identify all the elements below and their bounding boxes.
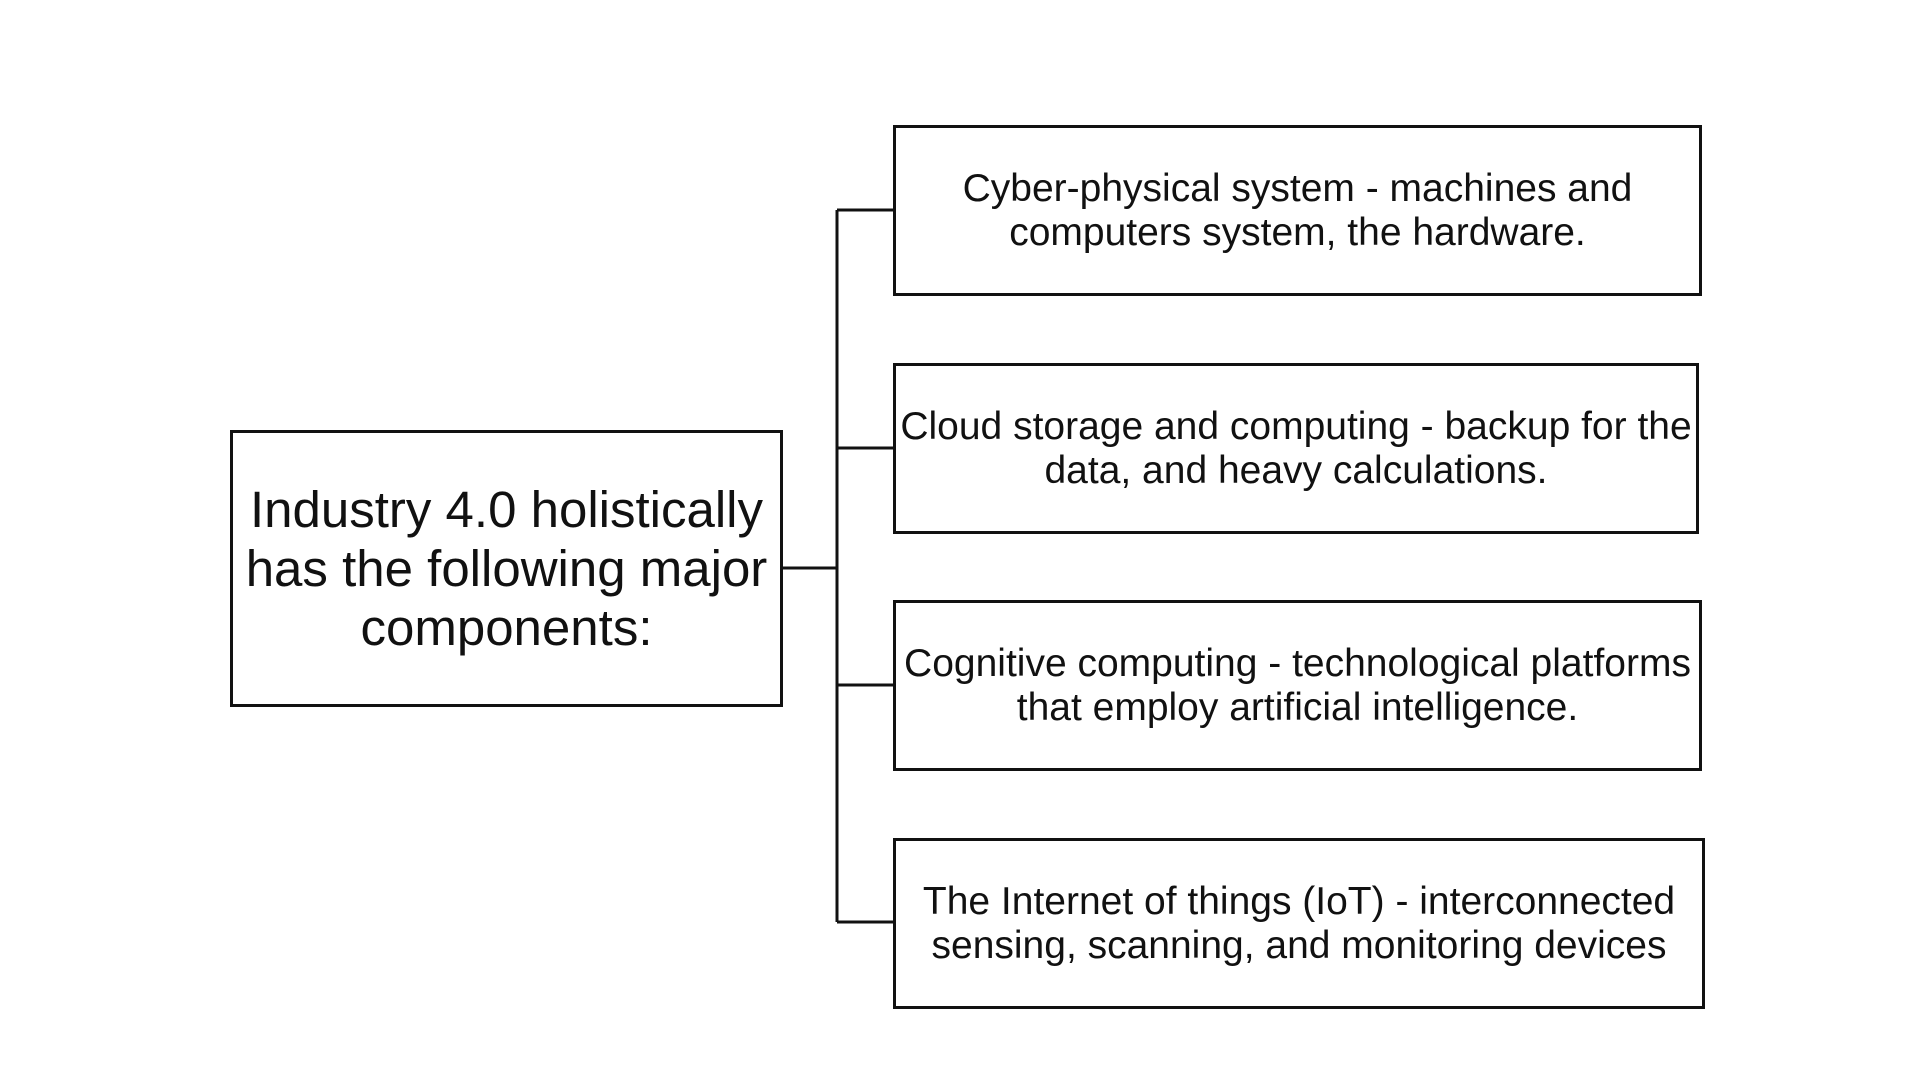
component-node-cyber-physical: Cyber-physical system - machines and com… — [893, 125, 1702, 296]
component-node-iot: The Internet of things (IoT) - interconn… — [893, 838, 1705, 1009]
component-node-cloud: Cloud storage and computing - backup for… — [893, 363, 1699, 534]
component-node-text: Cyber-physical system - machines and com… — [962, 166, 1633, 254]
component-node-text: Cognitive computing - technological plat… — [904, 641, 1691, 729]
component-node-text: Cloud storage and computing - backup for… — [900, 404, 1692, 492]
root-node-text: Industry 4.0 holistically has the follow… — [245, 481, 768, 656]
component-node-cognitive: Cognitive computing - technological plat… — [893, 600, 1702, 771]
root-node: Industry 4.0 holistically has the follow… — [230, 430, 783, 707]
component-node-text: The Internet of things (IoT) - interconn… — [922, 879, 1676, 967]
